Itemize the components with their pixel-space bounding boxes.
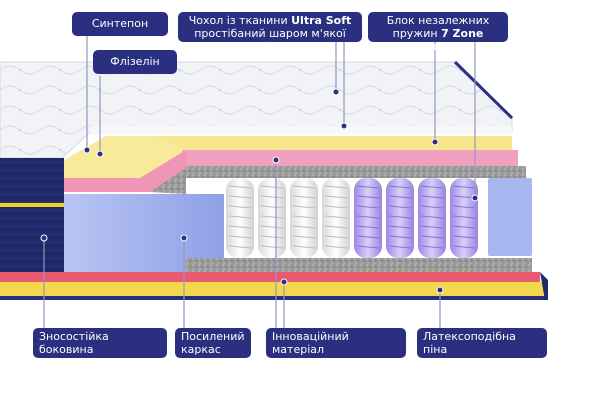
pointer-dot [83,146,91,154]
pocket-springs [226,178,478,258]
spring-coil [260,195,284,199]
spring-coil [260,185,284,189]
spring-coil [324,215,348,219]
spring-coil [228,205,252,209]
yellow-foam-layer [150,136,512,150]
pointer-dot [332,88,340,96]
label-latex-line1: Латексоподібна піна [423,330,516,356]
spring-coil [292,215,316,219]
spring-coil [356,195,380,199]
label-latex-bold: Highfoam™Ecolat [423,356,532,369]
spring-coil [228,245,252,249]
label-innovation: Інноваційний матеріал Highfoam™ [266,328,406,369]
spring-coil [292,225,316,229]
spring-coil [388,185,412,189]
pointer-dot [272,156,280,164]
spring-coil [228,225,252,229]
spring-coil [388,225,412,229]
spring-coil [260,205,284,209]
label-flizelin-text: Флізелін [110,55,160,68]
label-cover: Чохол із тканини Ultra Soft простібаний … [178,12,362,53]
pointer-dot [340,122,348,130]
spring-coil [452,245,476,249]
spring-coil [228,235,252,239]
spring-coil [292,195,316,199]
label-side-bold: Bluetex [39,356,87,369]
spring-coil [388,215,412,219]
spring-coil [260,225,284,229]
spring-coil [388,245,412,249]
spring-coil [388,235,412,239]
latex-yellow-layer [0,282,545,296]
spring-coil [420,245,444,249]
label-springs-line1: Блок незалежних [386,14,490,27]
spring-coil [452,205,476,209]
spring-coil [452,195,476,199]
spring-coil [292,245,316,249]
pointer-dot [280,278,288,286]
label-cover-prefix: Чохол із тканини [188,14,292,27]
label-side-line1: Зносостійка боковина [39,330,109,356]
spring-coil [324,205,348,209]
pointer-dot [40,234,48,242]
felt-top [186,166,526,178]
label-innovation-bold: Highfoam™ [272,356,343,369]
spring-coil [452,225,476,229]
spring-coil [260,235,284,239]
pointer-dot [436,286,444,294]
spring-coil [452,235,476,239]
felt-bottom [186,258,532,272]
spring-coil [228,215,252,219]
spring-coil [388,195,412,199]
label-springs-prefix: пружин [392,27,442,40]
latex-red-layer [0,272,540,282]
spring-coil [356,225,380,229]
label-sintepon-text: Синтепон [91,17,149,30]
pointer-dot [431,138,439,146]
pink-foam-layer [182,150,518,166]
spring-coil [292,205,316,209]
pointer-dot [180,234,188,242]
spring-coil [324,195,348,199]
spring-coil [292,185,316,189]
label-flizelin: Флізелін [93,50,177,74]
pointer-dot [471,194,479,202]
spring-coil [260,215,284,219]
label-frame-line1: Посилений [181,330,245,343]
spring-coil [388,205,412,209]
spring-coil [324,225,348,229]
spring-coil [260,245,284,249]
spring-coil [356,215,380,219]
spring-coil [356,245,380,249]
label-side: Зносостійка боковина Bluetex [33,328,167,369]
spring-coil [420,235,444,239]
pointer-dot [96,150,104,158]
label-sintepon: Синтепон [72,12,168,36]
spring-coil [324,235,348,239]
label-innovation-line1: Інноваційний матеріал [272,330,349,356]
spring-coil [420,215,444,219]
spring-coil [420,195,444,199]
label-cover-bold: Ultra Soft [291,14,352,27]
label-springs-bold: 7 Zone Pocket [417,27,484,53]
spring-coil [420,205,444,209]
label-frame: Посилений каркас [175,328,251,358]
spring-coil [228,195,252,199]
spring-coil [420,185,444,189]
label-springs: Блок незалежних пружин 7 Zone Pocket [368,12,508,53]
spring-coil [324,185,348,189]
spring-coil [324,245,348,249]
spring-coil [356,205,380,209]
spring-coil [292,235,316,239]
spring-coil [228,185,252,189]
spring-coil [356,235,380,239]
spring-coil [452,185,476,189]
label-latex: Латексоподібна піна Highfoam™Ecolat [417,328,547,369]
label-cover-line2: простібаний шаром м'якої піни [194,27,346,53]
label-frame-line2: каркас [181,343,221,356]
spring-coil [356,185,380,189]
spring-coil [420,225,444,229]
spring-coil [452,215,476,219]
